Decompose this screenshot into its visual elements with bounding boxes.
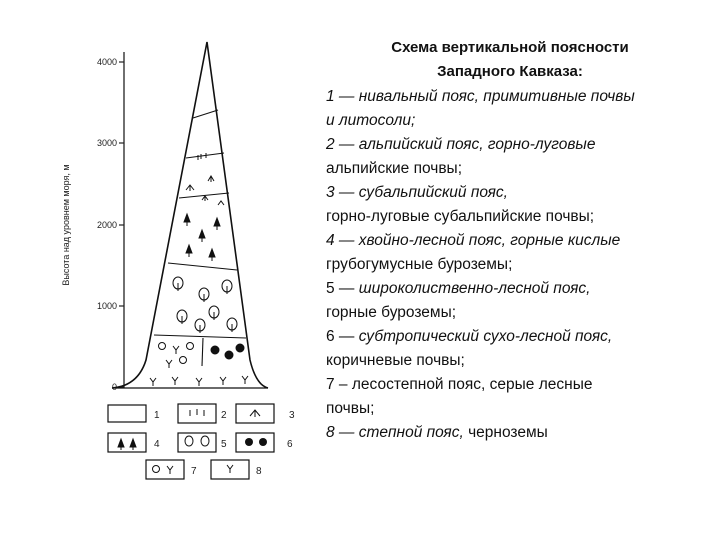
diagram-title-line-1: Схема вертикальной поясности (391, 39, 629, 56)
svg-text:8: 8 (256, 466, 262, 477)
y-tick-label-2000: 2000 (97, 220, 117, 230)
y-axis-label: Высота над уровнем моря, м (61, 164, 71, 285)
zone-item-6: 6 — субтропический сухо-лесной пояс,кори… (326, 328, 613, 369)
zone-item-3: 3 — субальпийский пояс,горно-луговые суб… (326, 184, 595, 225)
y-axis-ticks (119, 61, 124, 388)
svg-text:6: 6 (287, 439, 293, 450)
y-tick-label-1000: 1000 (97, 301, 117, 311)
legend-key-6: 6 (235, 432, 293, 453)
legend-key-8: 8 (210, 459, 262, 480)
zone-item-5: 5 — широколиственно-лесной пояс,горные б… (326, 280, 591, 321)
diagram-title-line-2: Западного Кавказа: (437, 63, 583, 80)
mountain-symbols (149, 153, 249, 386)
y-tick-label-3000: 3000 (97, 138, 117, 148)
legend-key-4: 4 (107, 432, 160, 453)
svg-text:4: 4 (154, 439, 160, 450)
zone-boundaries (153, 109, 247, 367)
legend-key-5: 5 (177, 432, 227, 453)
zone-item-8: 8 — степной пояс, черноземы (326, 424, 548, 441)
y-tick-label-4000: 4000 (97, 57, 117, 67)
legend-key-3: 3 (235, 403, 295, 424)
vertical-zonation-diagram: 4000 3000 2000 1000 0 Высота над уровнем… (61, 41, 295, 480)
mountain-outline (111, 41, 269, 389)
svg-text:3: 3 (289, 410, 295, 421)
legend-key-2: 2 (177, 403, 227, 424)
svg-text:5: 5 (221, 439, 227, 450)
legend-key-1: 1 (107, 404, 160, 423)
svg-text:7: 7 (191, 466, 197, 477)
legend-key-7: 7 (145, 459, 197, 480)
svg-text:1: 1 (154, 410, 160, 421)
svg-text:2: 2 (221, 410, 227, 421)
